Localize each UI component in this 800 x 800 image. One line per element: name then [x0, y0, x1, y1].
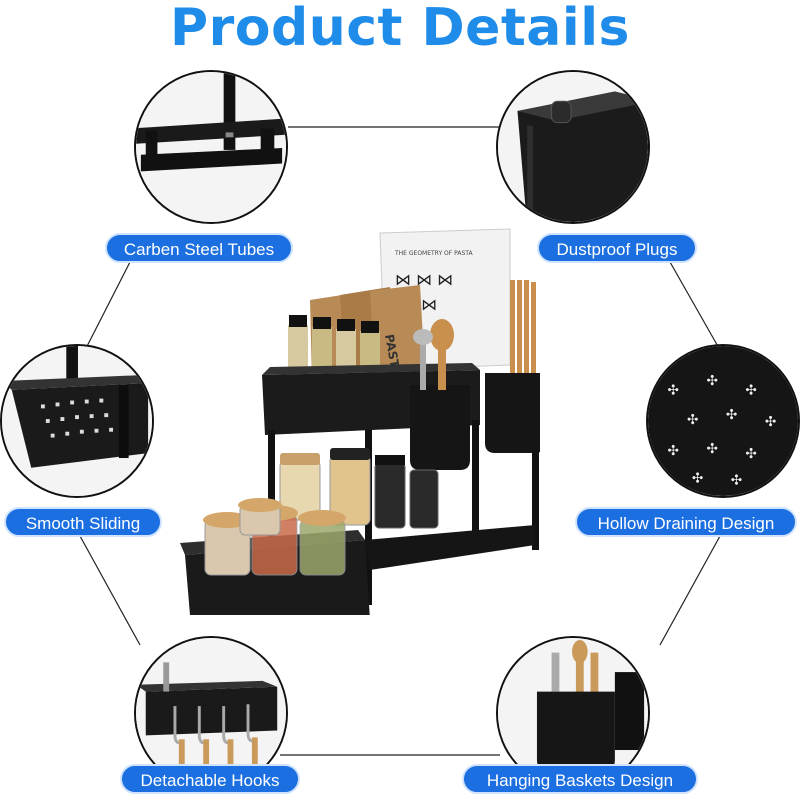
hooks-icon: [136, 638, 286, 788]
svg-text:✣: ✣: [667, 443, 678, 459]
book-cover-text: THE GEOMETRY OF PASTA: [394, 250, 473, 257]
svg-text:✣: ✣: [706, 441, 717, 457]
svg-text:✣: ✣: [745, 383, 756, 399]
feature-label-smooth-sliding: Smooth Sliding: [4, 507, 162, 537]
svg-text:✣: ✣: [687, 412, 698, 428]
product-rack-illustration: THE GEOMETRY OF PASTA ⋈ ⋈ ⋈⋈ ⋈ PASTA: [180, 228, 540, 615]
svg-text:✣: ✣: [726, 407, 737, 423]
svg-text:⋈ ⋈ ⋈: ⋈ ⋈ ⋈: [395, 270, 453, 289]
svg-text:✣: ✣: [745, 446, 756, 462]
drain-holes-icon: ✣✣✣ ✣✣✣ ✣✣✣ ✣✣: [648, 346, 798, 496]
feature-label-hollow-draining: Hollow Draining Design: [575, 507, 797, 537]
svg-text:✣: ✣: [731, 472, 742, 488]
detail-circle-smooth-sliding: [0, 344, 154, 498]
feature-label-steel-tubes: Carben Steel Tubes: [105, 233, 293, 263]
svg-text:✣: ✣: [692, 470, 703, 486]
detail-circle-dustproof-plugs: [496, 70, 650, 224]
dustproof-plug-icon: [498, 72, 648, 222]
feature-label-dustproof-plugs: Dustproof Plugs: [537, 233, 697, 263]
sliding-drawer-icon: [2, 346, 152, 496]
steel-tube-frame-icon: [136, 72, 286, 222]
page-title: Product Details: [170, 0, 630, 58]
feature-label-detachable-hooks: Detachable Hooks: [120, 764, 300, 794]
svg-text:✣: ✣: [765, 414, 776, 430]
detail-circle-steel-tubes: [134, 70, 288, 224]
detail-circle-hollow-draining: ✣✣✣ ✣✣✣ ✣✣✣ ✣✣: [646, 344, 800, 498]
svg-text:✣: ✣: [667, 383, 678, 399]
hanging-basket-icon: [498, 638, 648, 788]
feature-label-hanging-baskets: Hanging Baskets Design: [462, 764, 698, 794]
svg-text:✣: ✣: [706, 373, 717, 389]
